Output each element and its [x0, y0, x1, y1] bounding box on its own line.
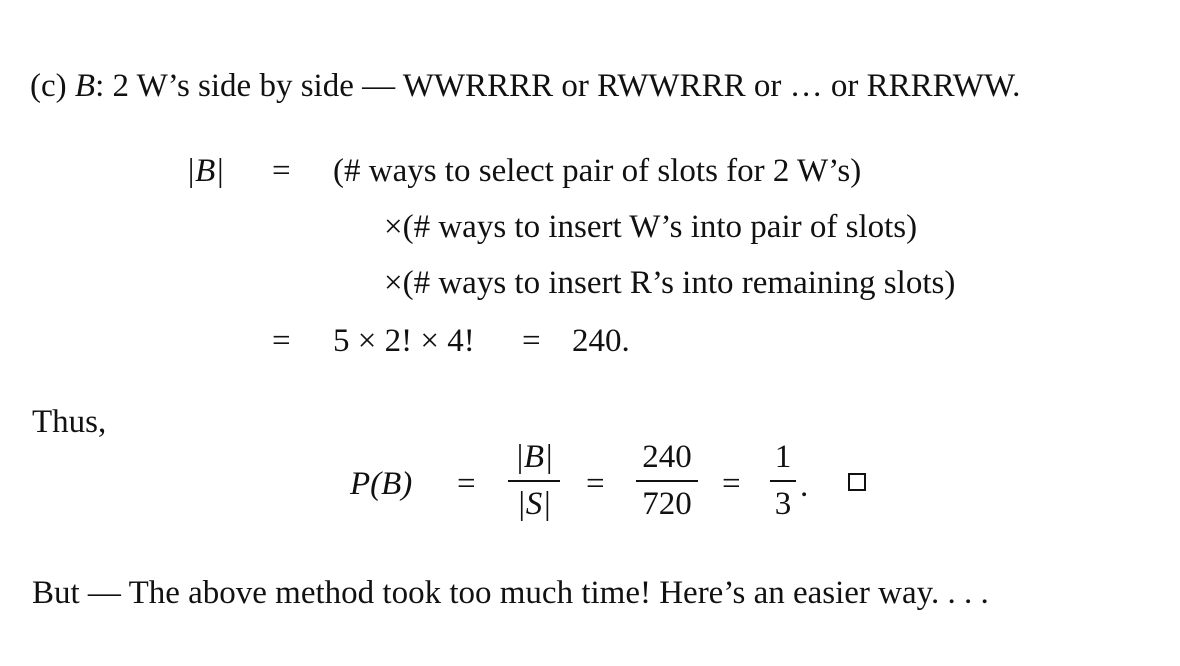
fraction-one-third: 1 3	[770, 441, 796, 521]
thus-text: Thus,	[32, 404, 107, 440]
prob-equals-1: =	[457, 466, 476, 502]
fraction-denominator: |S|	[516, 486, 552, 522]
probability-lhs: P(B)	[350, 466, 413, 502]
prob-equals-2: =	[586, 466, 605, 502]
prob-equals-3: =	[722, 466, 741, 502]
fraction-bar	[636, 480, 698, 482]
count-result: 240.	[572, 323, 630, 359]
sentence-period: .	[800, 468, 809, 504]
fraction-b-over-s: |B| |S|	[508, 441, 560, 521]
fraction-denominator: 3	[774, 486, 792, 522]
factor-insert-w: ×(# ways to insert W’s into pair of slot…	[384, 209, 918, 245]
equals-sign-2: =	[272, 323, 291, 359]
fraction-numerator: 240	[642, 439, 692, 475]
fraction-numerator: |B|	[514, 439, 554, 475]
fraction-240-over-720: 240 720	[636, 441, 698, 521]
fraction-bar	[508, 480, 560, 482]
product-expression: 5 × 2! × 4!	[333, 323, 475, 359]
closing-remark: But — The above method took too much tim…	[32, 575, 989, 611]
event-symbol: B	[74, 68, 96, 104]
factor-insert-r: ×(# ways to insert R’s into remaining sl…	[384, 265, 956, 301]
part-c-heading: (c) B: 2 W’s side by side — WWRRRR or RW…	[30, 70, 1020, 103]
equals-sign-1: =	[272, 153, 291, 189]
event-description: : 2 W’s side by side — WWRRRR or RWWRRR …	[95, 68, 1021, 104]
lhs-cardinality: |B|	[186, 153, 225, 189]
equals-sign-3: =	[522, 323, 541, 359]
qed-square-icon	[848, 473, 866, 491]
part-label: (c)	[30, 68, 75, 104]
factor-select-slots: (# ways to select pair of slots for 2 W’…	[333, 153, 862, 189]
fraction-denominator: 720	[642, 486, 692, 522]
fraction-numerator: 1	[774, 439, 792, 475]
fraction-bar	[770, 480, 796, 482]
